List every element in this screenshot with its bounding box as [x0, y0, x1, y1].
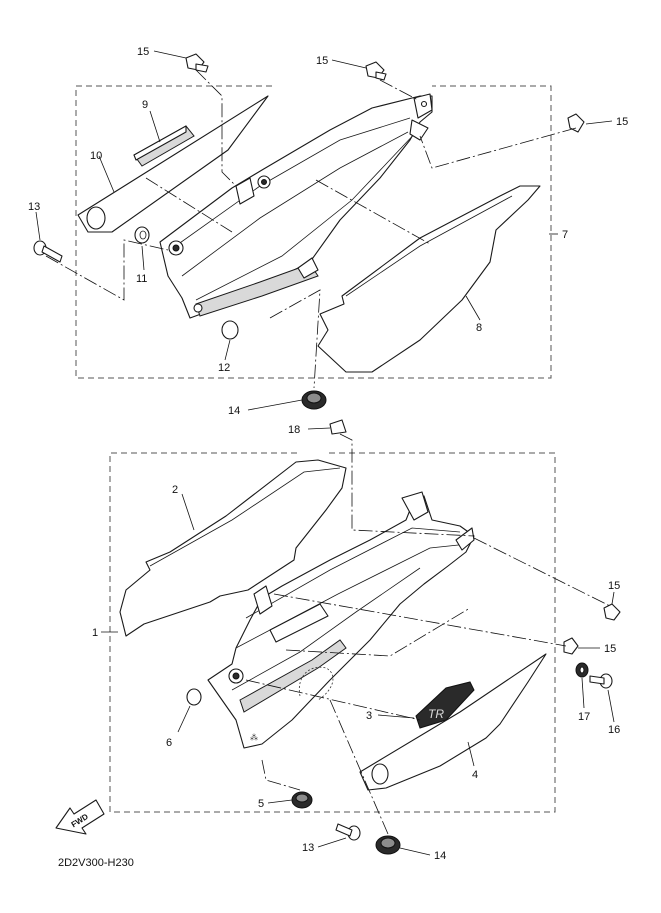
- callout-11: 11: [136, 273, 147, 285]
- lower-assembly-box: [109, 452, 556, 813]
- chain-line: [419, 127, 577, 169]
- part-14-grommet-upper: [301, 390, 327, 410]
- part-1-side-cover: ⁂: [207, 491, 475, 749]
- part-5-grommet: [291, 791, 313, 809]
- part-16-bolt: [589, 673, 613, 689]
- callout-5: 5: [258, 798, 264, 810]
- part-14-grommet-lower: [375, 835, 401, 855]
- chain-line: [45, 239, 169, 301]
- chain-line: [473, 537, 611, 607]
- part-12-grommet: [221, 320, 239, 340]
- part-18-bracket: [329, 419, 347, 435]
- part-7-side-cover: [159, 93, 433, 319]
- callout-15: 15: [316, 55, 328, 67]
- callout-15: 15: [604, 643, 616, 655]
- part-15-clip-c: [567, 113, 585, 133]
- drawing-code: 2D2V300-H230: [58, 857, 134, 869]
- emblem-mark: TR: [428, 707, 444, 721]
- part-15-clip-a: [185, 53, 209, 73]
- part-15-clip-e: [563, 637, 579, 655]
- chain-line: [269, 289, 321, 389]
- callout-15: 15: [616, 116, 628, 128]
- chain-line: [329, 699, 389, 835]
- callout-17: 17: [578, 711, 590, 723]
- part-15-clip-b: [365, 61, 387, 81]
- callout-3: 3: [366, 710, 372, 722]
- chain-line: [245, 679, 421, 721]
- part-17-washer: [575, 662, 589, 678]
- part-6-grommet: [186, 688, 202, 706]
- callout-15: 15: [137, 46, 149, 58]
- part-2-decal: [119, 459, 347, 637]
- part-13-screw-upper: [33, 240, 63, 263]
- part-15-clip-d: [603, 603, 621, 621]
- callout-8: 8: [476, 322, 482, 334]
- part-10-decal: [77, 95, 269, 233]
- callout-6: 6: [166, 737, 172, 749]
- fwd-arrow-icon: FWD: [55, 799, 105, 835]
- part-11-grommet: [134, 226, 150, 244]
- callout-14: 14: [434, 850, 446, 862]
- callout-4: 4: [472, 769, 478, 781]
- upper-assembly-box: [75, 85, 552, 379]
- part-3-emblem: TR: [415, 681, 475, 729]
- part-4-decal: [359, 653, 547, 791]
- callout-13: 13: [302, 842, 314, 854]
- chain-line: [261, 759, 301, 791]
- part-8-decal: [317, 185, 541, 373]
- callout-16: 16: [608, 724, 620, 736]
- callout-7: 7: [562, 229, 568, 241]
- chain-line: [195, 69, 237, 187]
- callout-18: 18: [288, 424, 300, 436]
- chain-line: [339, 433, 475, 537]
- chain-line: [273, 593, 567, 647]
- chain-line: [379, 79, 419, 101]
- callout-1: 1: [92, 627, 98, 639]
- part-9-emblem: [133, 125, 195, 167]
- callout-15: 15: [608, 580, 620, 592]
- cover-mark: ⁂: [250, 733, 258, 742]
- chain-line: [145, 177, 233, 233]
- callout-14: 14: [228, 405, 240, 417]
- part-13-screw-lower: [335, 823, 361, 841]
- callout-13: 13: [28, 201, 40, 213]
- callout-2: 2: [172, 484, 178, 496]
- chain-line: [285, 607, 471, 657]
- callout-12: 12: [218, 362, 230, 374]
- callout-10: 10: [90, 150, 102, 162]
- callout-9: 9: [142, 99, 148, 111]
